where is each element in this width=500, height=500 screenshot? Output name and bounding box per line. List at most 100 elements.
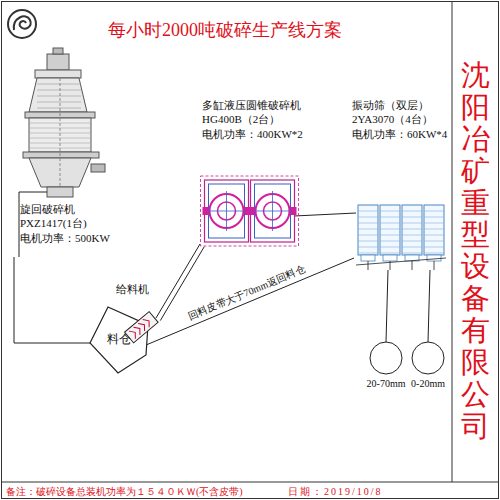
drawn-line bbox=[424, 253, 444, 254]
drawn-rect bbox=[205, 180, 249, 242]
drawn-line bbox=[424, 229, 444, 230]
footer-divider bbox=[2, 482, 498, 483]
drawn-line bbox=[358, 211, 378, 212]
drawn-line bbox=[226, 191, 227, 231]
cone-crusher: 多缸液压圆锥破碎机HG400B（2台）电机功率：400KW*2 bbox=[196, 98, 305, 250]
drawn-line bbox=[402, 229, 422, 230]
logo-ring bbox=[8, 10, 36, 38]
company-logo bbox=[8, 10, 36, 38]
text-block: 给料机 bbox=[116, 282, 149, 296]
drawn-rect bbox=[201, 176, 299, 246]
node-label: 振动筛（双层） bbox=[352, 98, 447, 112]
node-detail: PXZ1417(1台) bbox=[20, 216, 110, 230]
text-block: 料仓 bbox=[88, 332, 150, 348]
drawn-line bbox=[402, 241, 422, 242]
drawn-rect bbox=[383, 255, 397, 261]
product-pile: 20-70mm bbox=[360, 340, 412, 394]
drawn-line bbox=[380, 241, 400, 242]
conveyor-line bbox=[294, 213, 356, 216]
node-label: 多缸液压圆锥破碎机 bbox=[202, 98, 303, 112]
drawn-line bbox=[37, 84, 81, 85]
drawn-line bbox=[402, 253, 422, 254]
node-label: 料仓 bbox=[88, 332, 150, 348]
drawn-rect bbox=[125, 312, 159, 343]
drawn-line bbox=[380, 211, 400, 212]
drawn-rect bbox=[358, 205, 378, 255]
panel-divider bbox=[452, 2, 453, 482]
drawn-line bbox=[380, 247, 400, 248]
node-detail: 电机功率：60KW*4 bbox=[352, 127, 447, 141]
logo-swirl bbox=[14, 16, 31, 30]
belt-label: 回料皮带大于70mm返回料仓 bbox=[184, 263, 308, 324]
node-detail: HG400B（2台） bbox=[202, 112, 303, 126]
drawn-line bbox=[368, 261, 369, 270]
drawn-line bbox=[356, 258, 446, 265]
drawn-circle bbox=[370, 342, 402, 374]
drawn-line bbox=[358, 229, 378, 230]
drawn-line bbox=[358, 241, 378, 242]
drawn-line bbox=[37, 108, 81, 109]
drawn-rect bbox=[249, 207, 255, 215]
drawn-line bbox=[424, 241, 444, 242]
conveyor-line bbox=[386, 270, 388, 342]
text-block: 振动筛（双层）2YA3070（4台）电机功率：60KW*4 bbox=[352, 98, 447, 141]
drawn-line bbox=[402, 247, 422, 248]
text-block: 旋回破碎机PXZ1417(1台)电机功率：500KW bbox=[20, 202, 110, 245]
drawn-line bbox=[380, 235, 400, 236]
conveyor-line bbox=[428, 270, 430, 342]
drawn-polygon bbox=[29, 158, 91, 187]
drawn-line bbox=[412, 261, 413, 270]
drawn-line bbox=[424, 217, 444, 218]
drawn-line bbox=[358, 253, 378, 254]
drawn-line bbox=[37, 90, 81, 91]
drawn-line bbox=[424, 223, 444, 224]
drawn-circle bbox=[412, 342, 444, 374]
drawn-line bbox=[19, 192, 20, 257]
drawn-line bbox=[380, 229, 400, 230]
drawn-line bbox=[272, 191, 273, 231]
conveyor-line bbox=[14, 257, 90, 343]
drawn-rect bbox=[53, 48, 63, 54]
drawn-rect bbox=[427, 255, 441, 261]
drawn-rect bbox=[361, 255, 375, 261]
drawn-line bbox=[424, 211, 444, 212]
drawn-line bbox=[380, 223, 400, 224]
silo-pentagon: 料仓 bbox=[88, 305, 150, 375]
drawn-line bbox=[402, 235, 422, 236]
drawn-polygon bbox=[29, 78, 87, 112]
footer-note: 备注：破碎设备总装机功率为１５４０ＫＷ(不含皮带) bbox=[6, 485, 243, 499]
drawn-line bbox=[380, 217, 400, 218]
drawn-line bbox=[402, 211, 422, 212]
text-block: 20-70mm bbox=[360, 377, 412, 390]
drawn-line bbox=[434, 261, 435, 270]
text-block: 多缸液压圆锥破碎机HG400B（2台）电机功率：400KW*2 bbox=[202, 98, 303, 141]
conveyor-line bbox=[146, 258, 354, 345]
drawn-rect bbox=[203, 207, 209, 215]
drawn-line bbox=[380, 253, 400, 254]
drawn-rect bbox=[424, 205, 444, 255]
drawn-path bbox=[129, 317, 152, 339]
node-label: 给料机 bbox=[116, 282, 149, 296]
node-detail: 电机功率：400KW*2 bbox=[202, 127, 303, 141]
drawn-rect bbox=[23, 152, 99, 158]
drawn-line bbox=[402, 217, 422, 218]
drawn-line bbox=[402, 223, 422, 224]
node-label: 旋回破碎机 bbox=[20, 202, 110, 216]
drawn-rect bbox=[380, 205, 400, 255]
drawn-line bbox=[358, 217, 378, 218]
vibrating-screen: 振动筛（双层）2YA3070（4台）电机功率：60KW*4 bbox=[350, 98, 450, 270]
node-label: 20-70mm bbox=[360, 377, 412, 390]
drawn-rect bbox=[291, 207, 297, 215]
drawn-rect bbox=[251, 180, 295, 242]
drawn-line bbox=[358, 235, 378, 236]
drawn-line bbox=[19, 192, 47, 193]
drawn-line bbox=[37, 102, 81, 103]
drawn-line bbox=[37, 96, 81, 97]
drawn-line bbox=[358, 247, 378, 248]
drawn-line bbox=[424, 235, 444, 236]
drawn-g bbox=[125, 312, 159, 343]
drawn-rect bbox=[47, 54, 69, 70]
product-pile: 0-20mm bbox=[406, 340, 450, 394]
drawn-line bbox=[358, 223, 378, 224]
